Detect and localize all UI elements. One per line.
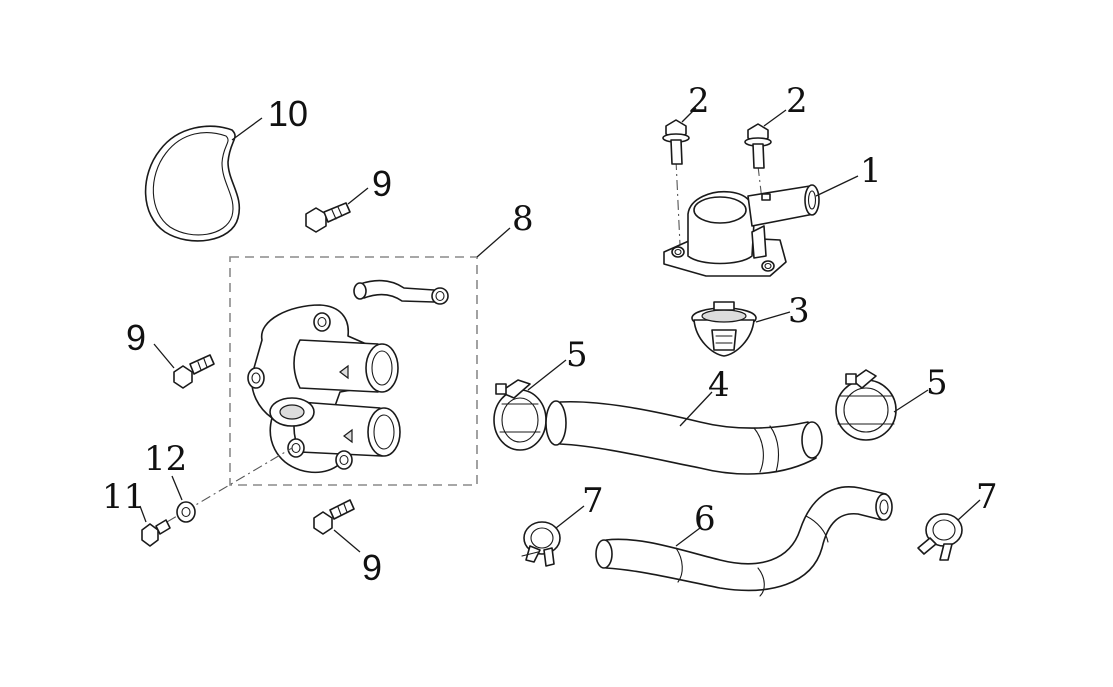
callout-11: 11 [102,477,145,517]
callout-5-left: 5 [566,335,588,375]
bolt-left [173,354,215,389]
bolt-lower [313,499,355,535]
callout-12: 12 [144,439,187,479]
callout-5-right: 5 [926,363,948,403]
elbow-pipe [353,279,449,305]
thermostat [691,301,757,357]
callout-2-left: 2 [688,81,710,121]
callout-7-right: 7 [976,477,998,517]
water-pump-housing [247,304,401,474]
callout-6: 6 [694,499,716,539]
spring-clip-right [917,513,963,561]
thermostat-housing-cover [663,184,820,277]
small-bolt [141,519,171,547]
callout-8: 8 [512,199,534,239]
callout-9-top: 9 [372,163,392,204]
spring-clip-left [521,521,561,567]
washer [176,501,196,523]
callout-3: 3 [788,291,810,331]
callout-7-left: 7 [582,481,604,521]
callout-9-bottom: 9 [362,547,382,588]
callout-10: 10 [268,93,308,134]
callout-2-right: 2 [786,81,808,121]
callout-1: 1 [860,151,882,191]
bypass-hose [595,486,893,597]
bolt-upper [305,202,351,233]
radiator-hose [545,400,823,475]
callout-4: 4 [708,365,730,405]
flange-bolt-right [744,123,772,169]
hose-clamp-right [835,369,897,441]
flange-bolt-left [662,119,690,165]
callout-9-left: 9 [126,317,146,358]
assembly-boundary-box [229,256,478,486]
o-ring-gasket [144,125,241,242]
hose-clamp-left [493,379,547,451]
